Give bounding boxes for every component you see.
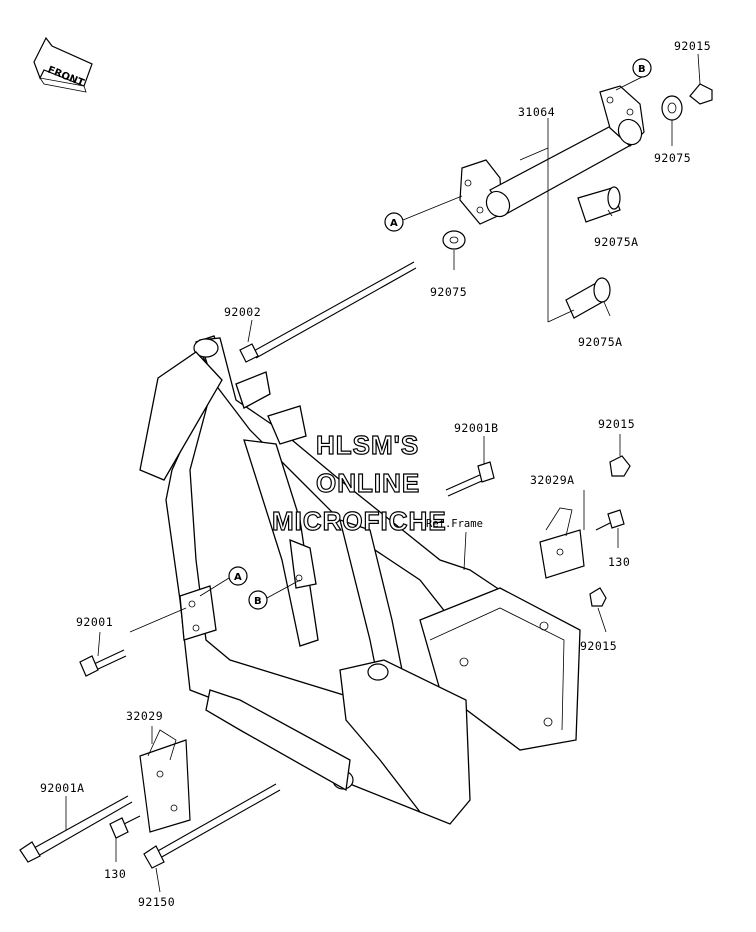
svg-text:B: B: [254, 596, 262, 607]
label-92015-top: 92015: [674, 39, 711, 53]
label-32029a: 32029A: [530, 473, 575, 487]
motorcycle-frame: [139, 335, 581, 825]
watermark: HLSM'S ONLINE MICROFICHE: [271, 429, 447, 536]
label-31064: 31064: [518, 105, 555, 119]
svg-text:ONLINE: ONLINE: [316, 468, 420, 498]
svg-text:MICROFICHE: MICROFICHE: [272, 506, 447, 536]
engine-mount-bracket-31064: [442, 83, 713, 319]
label-92075a-upper: 92075A: [594, 235, 639, 249]
label-92015-mid: 92015: [598, 417, 635, 431]
bolt-130-right: [595, 509, 625, 531]
callout-b-top: B: [632, 58, 652, 78]
label-92075-left: 92075: [430, 285, 467, 299]
svg-text:B: B: [638, 64, 646, 75]
bracket-32029a: [539, 507, 585, 579]
label-92002: 92002: [224, 305, 261, 319]
svg-text:A: A: [390, 218, 398, 229]
label-92075-right: 92075: [654, 151, 691, 165]
part-number-labels: 92015 31064 92075 92075A 92075 92075A 92…: [40, 39, 711, 909]
label-92001b: 92001B: [454, 421, 499, 435]
label-130-left: 130: [104, 867, 126, 881]
bolt-92001: [79, 649, 127, 677]
label-92075a-lower: 92075A: [578, 335, 623, 349]
bolt-130-left: [109, 815, 141, 839]
callout-b-lower: B: [248, 590, 268, 610]
label-92001a: 92001A: [40, 781, 85, 795]
label-32029: 32029: [126, 709, 163, 723]
bolt-92002: [239, 261, 417, 363]
leader-lines: [65, 53, 701, 893]
label-92001: 92001: [76, 615, 113, 629]
bracket-32029: [139, 729, 191, 833]
reference-frame-label: Ref.Frame: [426, 518, 483, 530]
bolt-92001b: [445, 461, 495, 497]
label-130-right: 130: [608, 555, 630, 569]
label-92150: 92150: [138, 895, 175, 909]
bolt-92150: [143, 783, 281, 869]
label-92015-low: 92015: [580, 639, 617, 653]
callout-a-top: A: [384, 212, 404, 232]
svg-text:A: A: [234, 572, 242, 583]
svg-text:HLSM'S: HLSM'S: [316, 430, 419, 460]
callout-a-lower: A: [228, 566, 248, 586]
nut-92015-mid: [609, 455, 631, 477]
front-direction-arrow: FRONT: [33, 36, 93, 93]
bolt-92001a: [19, 795, 133, 863]
nut-92015-low: [589, 587, 607, 607]
